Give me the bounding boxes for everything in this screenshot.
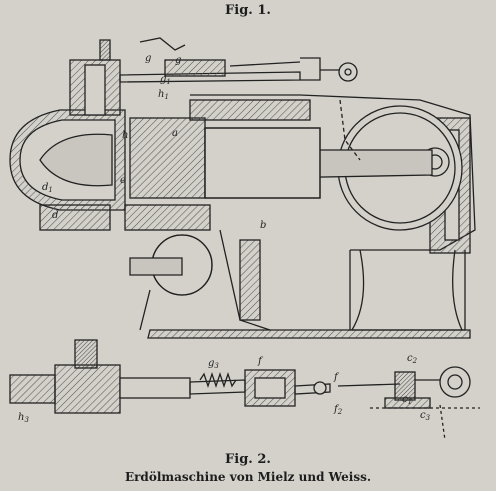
svg-text:g1: g1 <box>160 74 171 86</box>
fig1-labels: g g g1 h1 h e d1 d a b <box>42 53 266 231</box>
cylinder <box>129 117 206 199</box>
fig2-labels: g3 f f f2 c2 c1 c3 h3 <box>18 353 431 424</box>
svg-text:h: h <box>122 130 128 141</box>
svg-text:f: f <box>333 372 340 383</box>
svg-text:c1: c1 <box>402 394 412 406</box>
engine-base <box>349 250 466 331</box>
svg-text:c2: c2 <box>407 353 418 365</box>
svg-text:g: g <box>145 53 151 64</box>
spring <box>199 371 237 389</box>
svg-text:f: f <box>257 356 264 367</box>
figure1-caption: Fig. 1. <box>225 3 271 18</box>
svg-text:c3: c3 <box>420 410 431 422</box>
figure2-caption: Fig. 2. <box>225 452 271 467</box>
svg-text:b: b <box>260 220 266 231</box>
cam-roller <box>439 366 471 398</box>
svg-text:g: g <box>175 55 181 66</box>
figure-title: Erdölmaschine von Mielz und Weiss. <box>124 470 372 484</box>
svg-text:d1: d1 <box>42 182 53 194</box>
svg-text:h3: h3 <box>18 412 29 424</box>
svg-text:e: e <box>120 175 126 186</box>
fig2-valve-gear <box>9 339 480 441</box>
fig1-engine <box>9 37 476 339</box>
svg-text:d: d <box>52 210 58 221</box>
svg-text:h1: h1 <box>158 89 169 101</box>
svg-text:f2: f2 <box>333 404 343 416</box>
svg-text:g3: g3 <box>208 358 219 370</box>
svg-text:a: a <box>172 128 178 139</box>
